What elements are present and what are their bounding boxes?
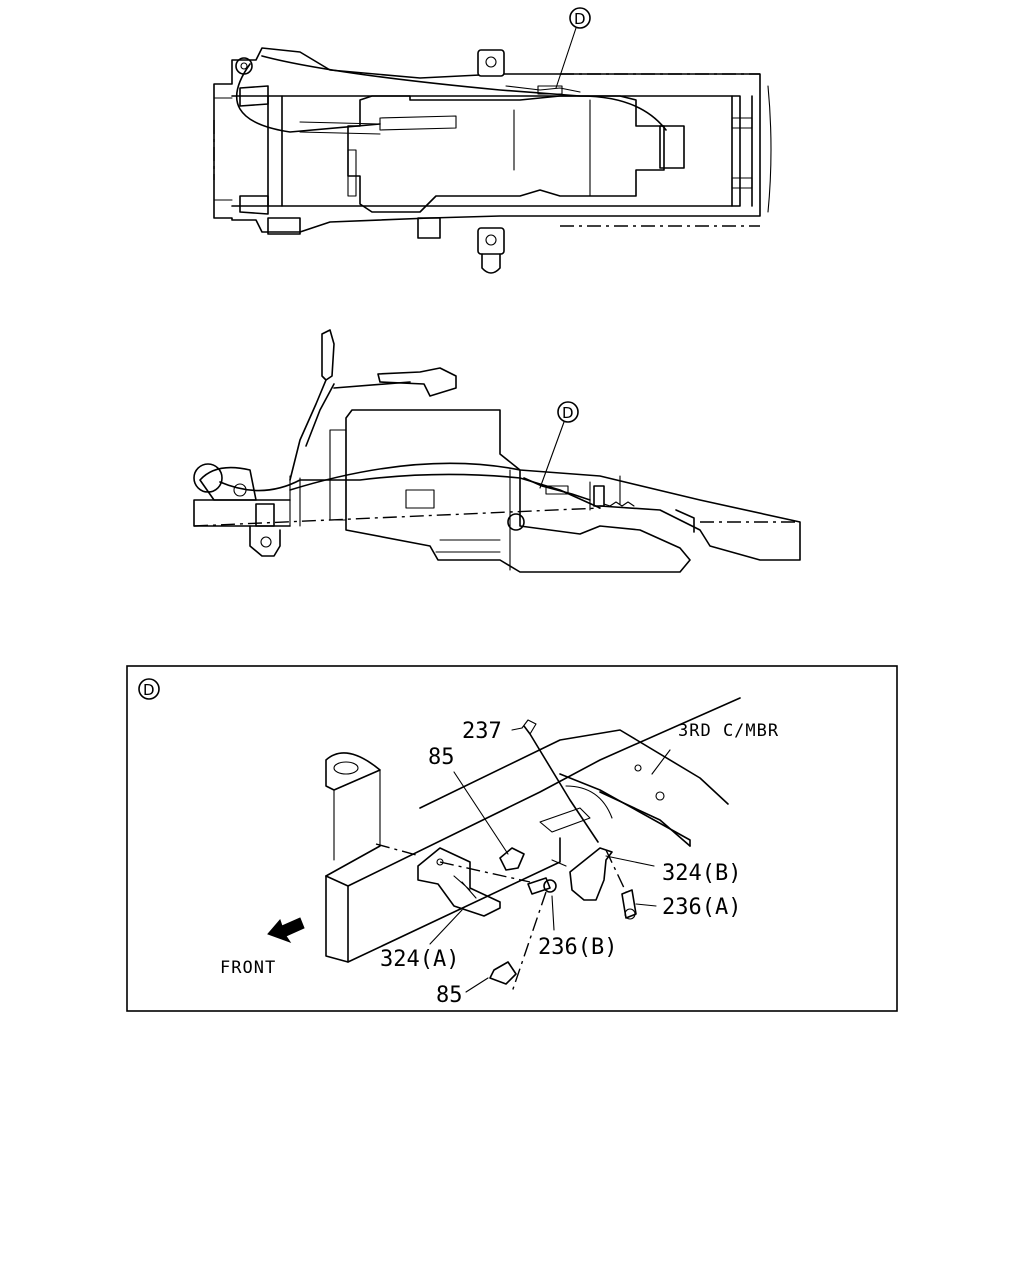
label-324b: 324(B) (662, 861, 741, 886)
label-85-top: 85 (428, 745, 455, 770)
label-237: 237 (462, 719, 502, 744)
callout-d-side: D (539, 401, 579, 489)
label-front: FRONT (220, 958, 276, 978)
label-236a: 236(A) (662, 895, 741, 920)
label-85-bottom: 85 (436, 983, 463, 1008)
detail-callout-label: D (143, 681, 155, 699)
front-arrow-icon (267, 917, 305, 943)
side-view-chassis (193, 329, 801, 573)
callout-d-side-label: D (562, 404, 574, 422)
label-324a: 324(A) (380, 947, 459, 972)
label-3rd-cmbr: 3RD C/MBR (678, 721, 779, 741)
callout-d-top: D (555, 7, 591, 89)
detail-d-panel: D (126, 665, 898, 1012)
top-view-chassis (213, 47, 772, 274)
label-236b: 236(B) (538, 935, 617, 960)
callout-d-top-label: D (574, 10, 586, 28)
